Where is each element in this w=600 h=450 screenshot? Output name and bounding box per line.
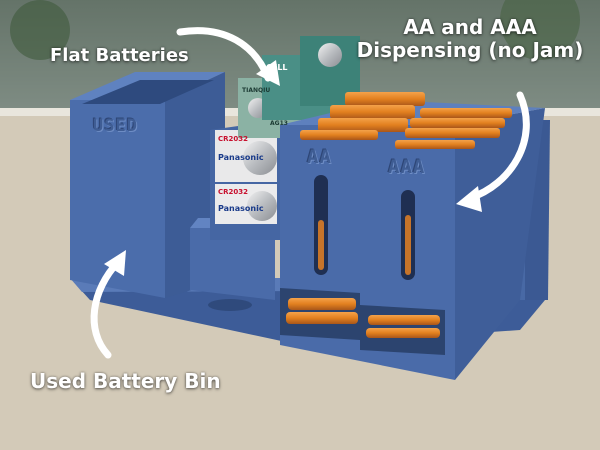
thumb-slot xyxy=(208,299,252,311)
dispensing-label-line2: Dispensing (no Jam) xyxy=(356,38,584,62)
battery xyxy=(395,140,475,149)
dispensing-label-line1: AA and AAA xyxy=(403,15,537,39)
foliage xyxy=(10,0,70,60)
battery xyxy=(405,128,500,138)
embossed-used: USED xyxy=(93,116,138,136)
battery xyxy=(345,92,425,106)
battery xyxy=(318,118,408,132)
dispensed-aaa-battery xyxy=(366,328,440,338)
arrow-head xyxy=(256,60,280,86)
dispensed-aaa-battery xyxy=(368,315,440,325)
battery xyxy=(420,108,512,118)
arrow-head xyxy=(456,186,482,212)
battery xyxy=(330,105,415,119)
dispensing-label: AA and AAA Dispensing (no Jam) xyxy=(356,16,584,62)
embossed-aa: AA xyxy=(307,146,332,168)
aa-batteries-top xyxy=(300,92,425,140)
aaa-batteries-top xyxy=(395,108,512,149)
dispensed-aa-battery xyxy=(288,298,356,310)
coin-cell xyxy=(247,191,277,221)
front-compartment xyxy=(190,228,275,300)
button-cell xyxy=(318,43,342,67)
embossed-aaa: AAA xyxy=(388,156,426,178)
dispenser-side xyxy=(455,108,545,380)
used-bin-opening xyxy=(82,80,214,104)
arrow-used-bin xyxy=(90,258,122,359)
dispensed-aa-battery xyxy=(286,312,358,324)
aaa-slot-battery xyxy=(405,215,411,275)
coin-cell xyxy=(243,141,277,175)
flat-batteries-label: Flat Batteries xyxy=(50,45,189,66)
aa-slot-battery xyxy=(318,220,324,270)
foliage xyxy=(500,0,580,60)
arrow-head xyxy=(104,250,126,276)
battery xyxy=(300,130,378,140)
used-bin-label: Used Battery Bin xyxy=(30,369,221,393)
battery xyxy=(410,118,505,128)
arrow-flat-batteries xyxy=(176,27,272,82)
used-bin-front xyxy=(70,100,165,298)
arrow-dispensing xyxy=(466,91,530,202)
